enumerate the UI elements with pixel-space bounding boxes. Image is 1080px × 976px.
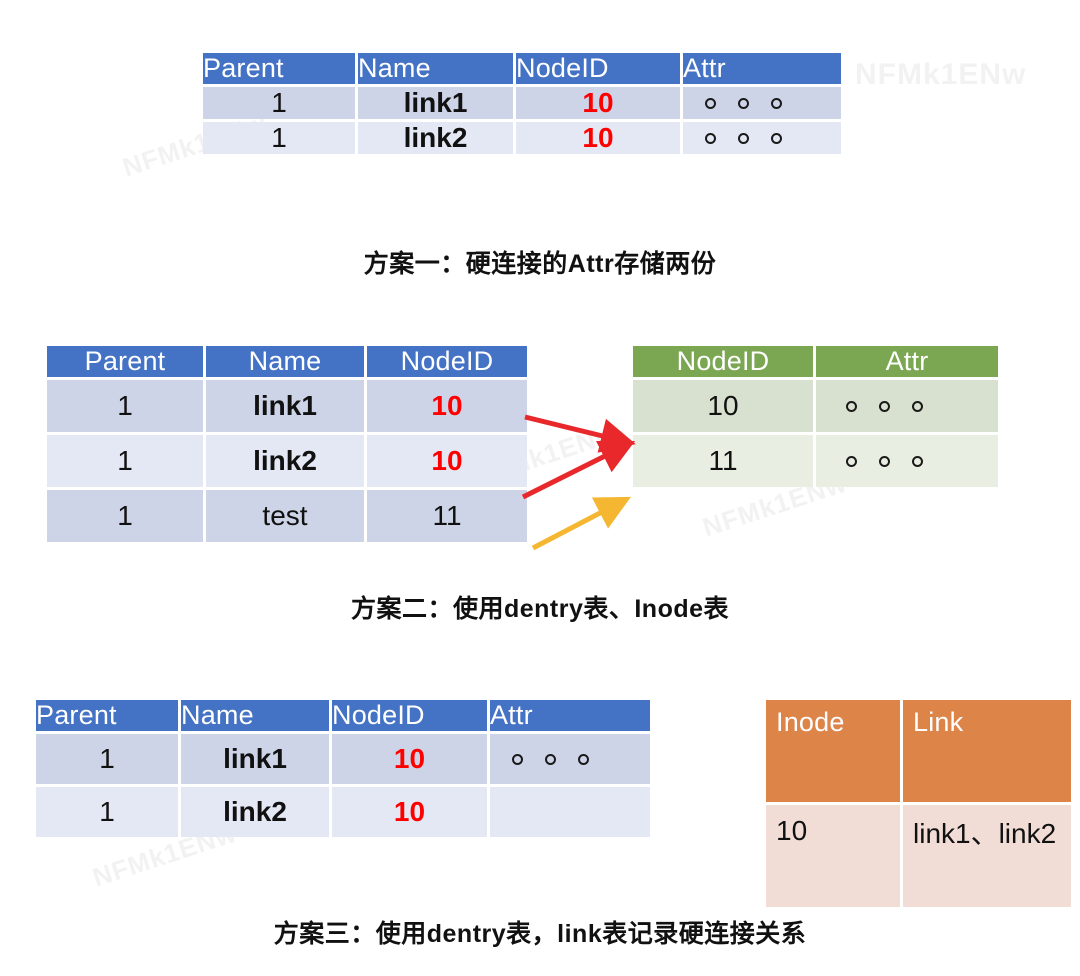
cell-name: link1 <box>181 734 329 784</box>
cell-link: link1、link2 <box>903 805 1071 907</box>
cell-attr <box>816 435 998 487</box>
cell-nodeid: 11 <box>367 490 527 542</box>
cell-name: link2 <box>206 435 364 487</box>
column-header-nodeid: NodeID <box>332 700 487 731</box>
column-header-link: Link <box>903 700 1071 802</box>
scheme2-dentry-table: Parent Name NodeID 1 link1 10 1 link2 10… <box>44 343 530 545</box>
table-row: 1 link2 10 <box>203 122 841 154</box>
column-header-inode: Inode <box>766 700 900 802</box>
cell-attr <box>490 787 650 837</box>
cell-nodeid: 10 <box>633 380 813 432</box>
cell-name: link2 <box>358 122 513 154</box>
column-header-attr: Attr <box>816 346 998 377</box>
cell-nodeid: 10 <box>367 380 527 432</box>
arrow-link2-to-inode10 <box>521 440 636 500</box>
column-header-nodeid: NodeID <box>367 346 527 377</box>
column-header-parent: Parent <box>36 700 178 731</box>
table-row: 11 <box>633 435 998 487</box>
table-header-row: NodeID Attr <box>633 346 998 377</box>
cell-parent: 1 <box>47 380 203 432</box>
scheme3-caption: 方案三：使用dentry表，link表记录硬连接关系 <box>273 920 807 948</box>
table-row: 1 link1 10 <box>47 380 527 432</box>
table-row: 10 link1、link2 <box>766 805 1071 907</box>
column-header-nodeid: NodeID <box>516 53 680 84</box>
cell-attr <box>683 87 841 119</box>
scheme1-dentry-table: Parent Name NodeID Attr 1 link1 10 1 lin… <box>200 50 844 157</box>
column-header-nodeid: NodeID <box>633 346 813 377</box>
attr-dots-icon <box>816 400 998 412</box>
attr-dots-icon <box>683 97 841 109</box>
table-header-row: Parent Name NodeID <box>47 346 527 377</box>
arrow-test-to-inode11 <box>531 496 631 551</box>
scheme2-caption: 方案二：使用dentry表、Inode表 <box>350 595 730 623</box>
cell-nodeid: 10 <box>332 787 487 837</box>
cell-nodeid: 10 <box>332 734 487 784</box>
cell-parent: 1 <box>47 490 203 542</box>
attr-dots-icon <box>816 455 998 467</box>
cell-attr <box>490 734 650 784</box>
scheme3-dentry-table: Parent Name NodeID Attr 1 link1 10 1 lin… <box>33 697 653 840</box>
attr-dots-icon <box>683 132 841 144</box>
attr-dots-icon <box>490 753 650 765</box>
table-row: 1 link1 10 <box>203 87 841 119</box>
cell-parent: 1 <box>203 87 355 119</box>
scheme3-link-table: Inode Link 10 link1、link2 <box>763 697 1074 910</box>
table-header-row: Parent Name NodeID Attr <box>203 53 841 84</box>
table-row: 1 link2 10 <box>36 787 650 837</box>
cell-attr <box>816 380 998 432</box>
cell-name: link1 <box>206 380 364 432</box>
column-header-attr: Attr <box>683 53 841 84</box>
cell-parent: 1 <box>47 435 203 487</box>
table-row: 1 test 11 <box>47 490 527 542</box>
cell-nodeid: 11 <box>633 435 813 487</box>
table-header-row: Parent Name NodeID Attr <box>36 700 650 731</box>
cell-name: link2 <box>181 787 329 837</box>
arrow-link1-to-inode10 <box>524 414 636 453</box>
cell-name: link1 <box>358 87 513 119</box>
cell-nodeid: 10 <box>367 435 527 487</box>
cell-inode: 10 <box>766 805 900 907</box>
column-header-attr: Attr <box>490 700 650 731</box>
column-header-parent: Parent <box>47 346 203 377</box>
table-row: 1 link1 10 <box>36 734 650 784</box>
table-header-row: Inode Link <box>766 700 1071 802</box>
table-row: 10 <box>633 380 998 432</box>
column-header-name: Name <box>206 346 364 377</box>
cell-nodeid: 10 <box>516 87 680 119</box>
table-row: 1 link2 10 <box>47 435 527 487</box>
cell-parent: 1 <box>36 734 178 784</box>
scheme2-inode-table: NodeID Attr 10 11 <box>630 343 1001 490</box>
watermark: NFMk1ENw <box>855 58 1027 91</box>
scheme2-arrow-group <box>521 414 636 551</box>
cell-parent: 1 <box>203 122 355 154</box>
cell-attr <box>683 122 841 154</box>
column-header-name: Name <box>181 700 329 731</box>
cell-name: test <box>206 490 364 542</box>
column-header-name: Name <box>358 53 513 84</box>
cell-nodeid: 10 <box>516 122 680 154</box>
cell-parent: 1 <box>36 787 178 837</box>
column-header-parent: Parent <box>203 53 355 84</box>
scheme1-caption: 方案一：硬连接的Attr存储两份 <box>363 250 717 278</box>
